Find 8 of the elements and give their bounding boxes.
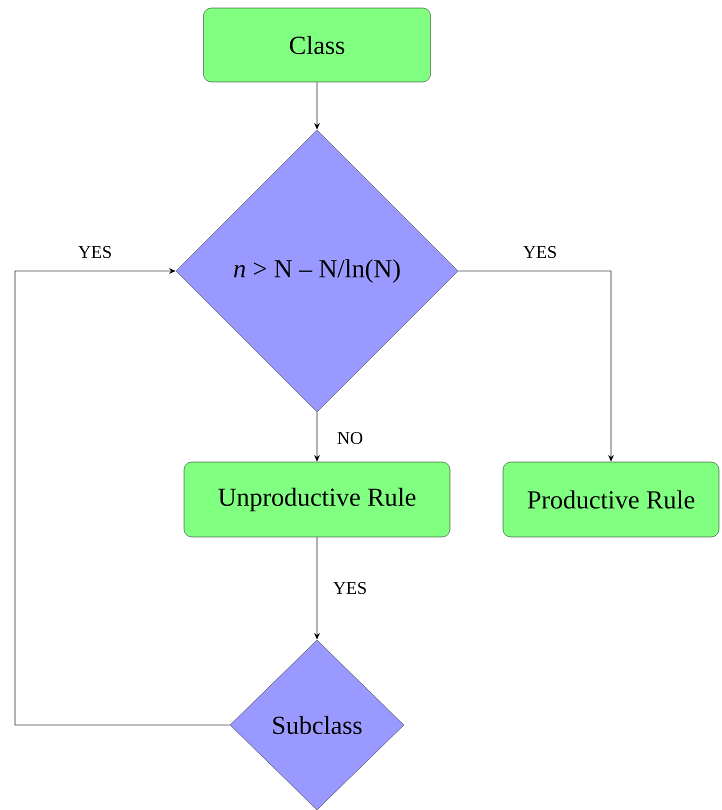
process-box: Unproductive Rule [184, 462, 450, 538]
process-box: Productive Rule [502, 462, 720, 538]
edge-label: YES [522, 244, 558, 260]
arrow [14, 268, 230, 726]
edge-label: YES [332, 580, 368, 596]
edge-label: NO [336, 430, 364, 446]
process-box: Class [203, 8, 431, 82]
edge-label: YES [77, 244, 113, 260]
